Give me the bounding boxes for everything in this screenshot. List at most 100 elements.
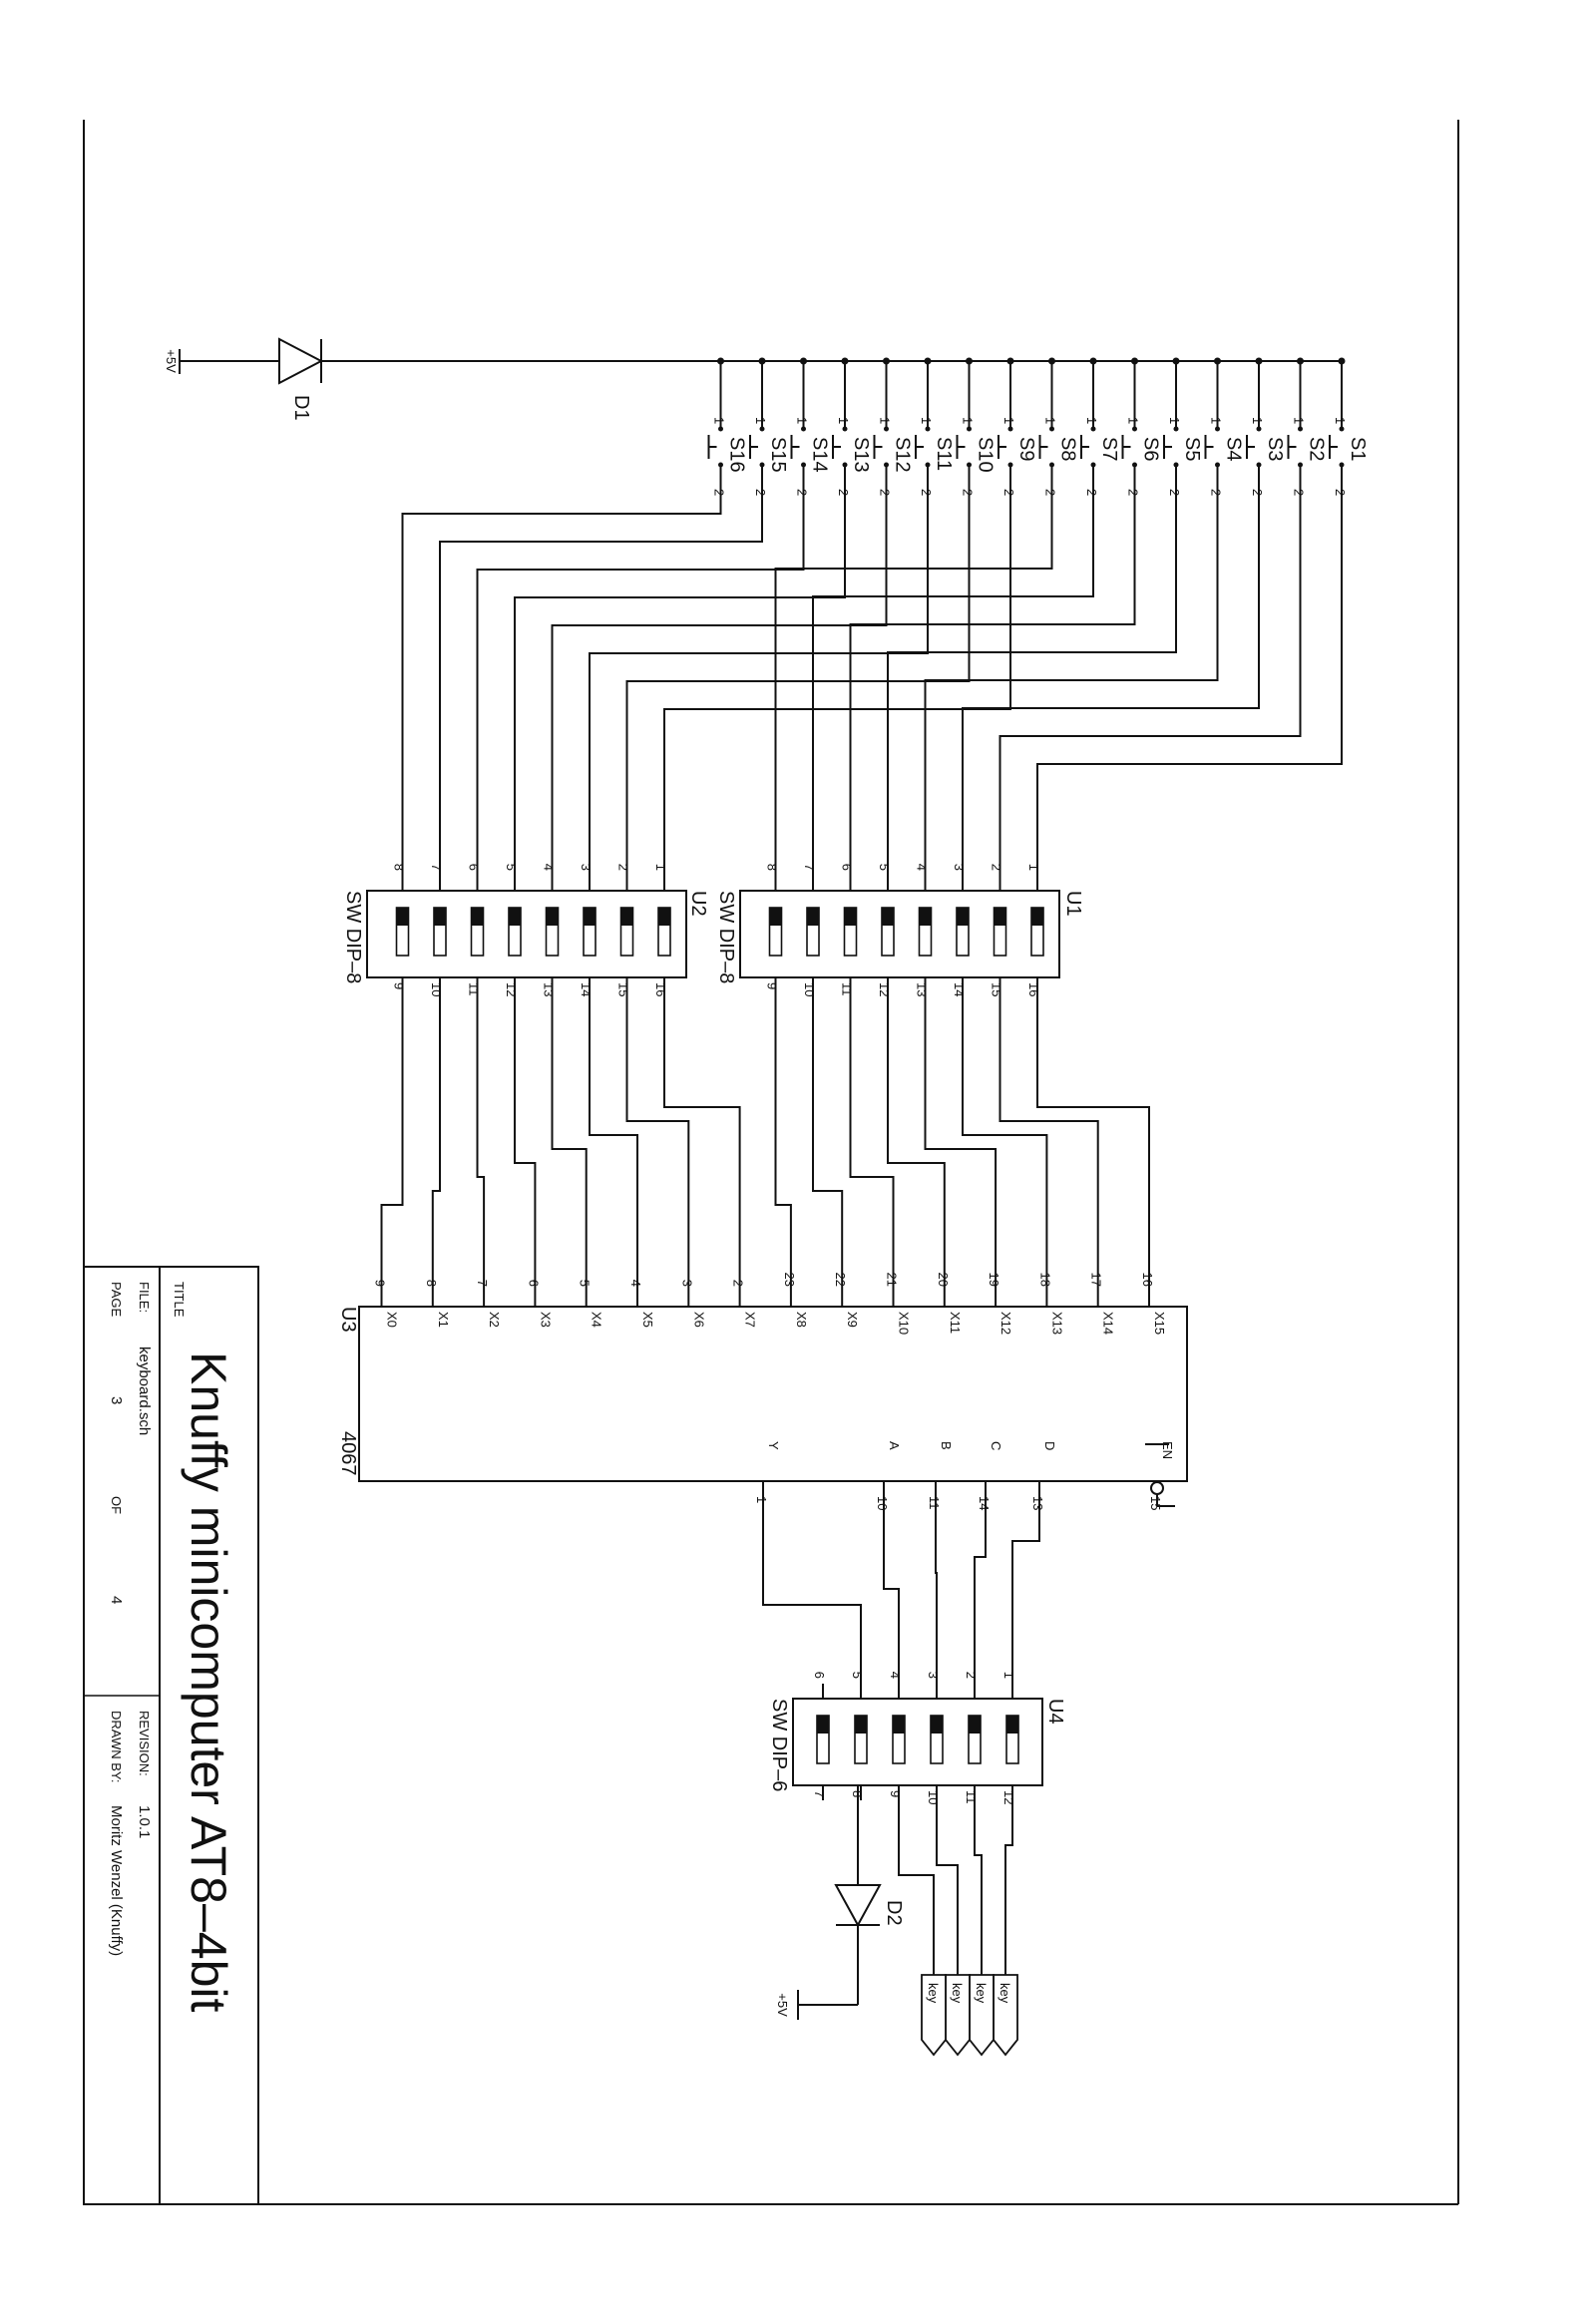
dip-to-mux-wire [476, 992, 486, 1292]
u4-ref: U4 [1044, 1699, 1066, 1725]
dip-pin-number: 13 [542, 982, 557, 996]
dip-pin-number: 6 [840, 864, 855, 871]
key-wire [1004, 1800, 1013, 1975]
dip-slider-knob [957, 908, 969, 926]
mux-output-pin: 1 [754, 1496, 769, 1503]
dip-to-mux-wire [812, 992, 844, 1292]
mux-input-pin: 2 [731, 1280, 746, 1287]
dip-pin-number: 10 [926, 1790, 941, 1804]
mux-output-pin: 14 [977, 1496, 992, 1510]
dip-pin-number: 9 [392, 982, 407, 989]
pushbutton-label: S12 [892, 437, 914, 473]
pushbutton-contact [801, 462, 806, 468]
dip-slider-knob [817, 1716, 829, 1734]
dip-pin-number: 5 [850, 1672, 865, 1679]
mux-input-pin: 5 [578, 1280, 593, 1287]
dip-slider-knob [509, 908, 521, 926]
dip-slider-knob [769, 908, 782, 926]
pushbutton-contact [1132, 426, 1137, 432]
dip-pin-number: 8 [392, 864, 407, 871]
dip-to-mux-wire [551, 992, 588, 1292]
switch-to-dip-wire [589, 504, 929, 876]
pushbutton-contact [1339, 462, 1345, 468]
mux-input-label: X5 [640, 1312, 655, 1328]
pushbutton-pin-1: 1 [1001, 417, 1016, 424]
wires [380, 504, 1343, 1684]
switch-to-dip-wire [476, 504, 805, 876]
pushbutton-label: S5 [1181, 437, 1203, 461]
pushbutton-contact [1256, 462, 1262, 468]
dip-slider-knob [919, 908, 932, 926]
pushbutton-pin-2: 2 [836, 489, 851, 496]
pushbutton-contact [1007, 426, 1013, 432]
dip-slider-knob [1006, 1716, 1018, 1734]
mux-input-label: X15 [1152, 1312, 1167, 1335]
pushbutton-pin-1: 1 [1126, 417, 1141, 424]
mux-output-pin: 11 [927, 1496, 942, 1510]
supply-label-top: +5V [164, 349, 179, 373]
mux-to-dip-wire [762, 1496, 862, 1684]
switch-to-dip-wire [962, 504, 1260, 876]
pushbutton-pin-2: 2 [1001, 489, 1016, 496]
switch-to-dip-wire [924, 504, 1219, 876]
dip-pin-number: 11 [964, 1790, 979, 1804]
switch-to-dip-wire [514, 504, 846, 876]
dip-pin-number: 4 [888, 1672, 903, 1679]
dip-pin-number: 2 [990, 864, 1004, 871]
pushbutton-contact [1215, 462, 1220, 468]
page-label: PAGE [109, 1282, 124, 1317]
pushbutton-pin-2: 2 [1209, 489, 1224, 496]
dip-pin-number: 15 [990, 982, 1004, 996]
pushbutton-contact [1090, 462, 1096, 468]
pushbutton-pin-2: 2 [753, 489, 768, 496]
dip-slider-knob [434, 908, 446, 926]
dip-pin-number: 16 [653, 982, 668, 996]
switch-to-dip-wire [887, 504, 1177, 876]
pushbutton-pin-2: 2 [1333, 489, 1348, 496]
dip-pin-number: 11 [467, 982, 482, 996]
mux-input-pin: 4 [628, 1280, 643, 1287]
power-symbol-top: +5V [164, 349, 279, 374]
dip-slider-knob [969, 1716, 981, 1734]
key-wire [974, 1800, 983, 1975]
dip-pin-number: 6 [467, 864, 482, 871]
mux-output-label: A [887, 1441, 902, 1450]
mux-output-label: Y [766, 1441, 781, 1450]
u2-ref: U2 [687, 891, 709, 917]
pushbutton-contact [884, 426, 889, 432]
mux-input-label: X11 [948, 1312, 963, 1334]
mux-input-pin: 20 [936, 1273, 951, 1287]
pushbutton-label: S6 [1140, 437, 1162, 461]
pushbutton-contact [1049, 426, 1054, 432]
pushbutton-pin-1: 1 [1333, 417, 1348, 424]
dip-pin-number: 16 [1026, 982, 1041, 996]
dip-to-mux-wire [380, 992, 404, 1292]
pushbutton-pin-2: 2 [919, 489, 934, 496]
dip-slider-knob [893, 1716, 905, 1734]
switch-to-dip-wire [774, 504, 1053, 876]
mux-input-label: X0 [385, 1312, 400, 1328]
mux-input-label: X4 [590, 1312, 604, 1328]
dip-pin-number: 5 [504, 864, 519, 871]
switch-to-dip-wire [1036, 504, 1343, 876]
pushbutton-contact [1298, 462, 1303, 468]
mux-input-label: X14 [1101, 1312, 1116, 1335]
dip-pin-number: 14 [579, 982, 594, 996]
drawn-by-label: DRAWN BY: [109, 1711, 124, 1782]
pushbutton-contact [884, 462, 889, 468]
dip-to-mux-wire [962, 992, 1048, 1292]
enable-inversion-bubble [1150, 1481, 1164, 1495]
mux-input-label: X8 [794, 1312, 809, 1328]
mux-input-label: X12 [998, 1312, 1013, 1335]
pushbutton-pin-2: 2 [1084, 489, 1099, 496]
u1-type: SW DIP–8 [715, 891, 737, 983]
